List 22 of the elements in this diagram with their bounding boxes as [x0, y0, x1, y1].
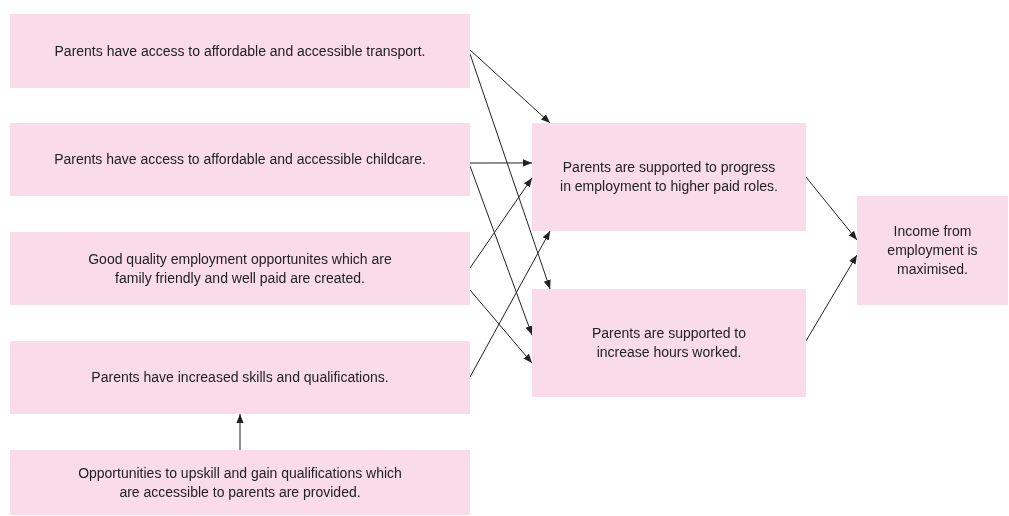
outcome-box: [10, 232, 470, 305]
arrow: [469, 49, 551, 124]
outcome-text: Opportunities to upskill and gain qualifications which are accessible to parents are provided.: [77, 463, 403, 502]
outcome-box: [532, 123, 806, 231]
outcome-text: Good quality employment opportunites which are family friendly and well paid are created.: [87, 249, 393, 288]
arrow: [805, 176, 858, 241]
arrow: [469, 177, 533, 269]
outcome-text: Parents are supported to increase hours worked.: [590, 324, 748, 362]
outcome-text: Parents have access to affordable and accessible childcare.: [54, 150, 426, 169]
outcome-box: [857, 196, 1008, 305]
outcome-text: Parents have access to affordable and accessible transport.: [54, 41, 426, 61]
outcome-box: [10, 14, 470, 88]
arrow: [469, 159, 533, 167]
outcome-text: Income from employment is maximised.: [886, 222, 979, 279]
outcome-box: [10, 450, 470, 515]
outcome-text: Parents are supported to progress in employment to higher paid roles.: [559, 158, 779, 196]
arrow: [469, 289, 533, 364]
outcome-box: [532, 289, 806, 397]
outcome-text: Parents have increased skills and qualifications.: [91, 368, 389, 387]
outcome-box: [10, 341, 470, 414]
arrow: [236, 413, 244, 451]
outcome-box: [10, 123, 470, 196]
